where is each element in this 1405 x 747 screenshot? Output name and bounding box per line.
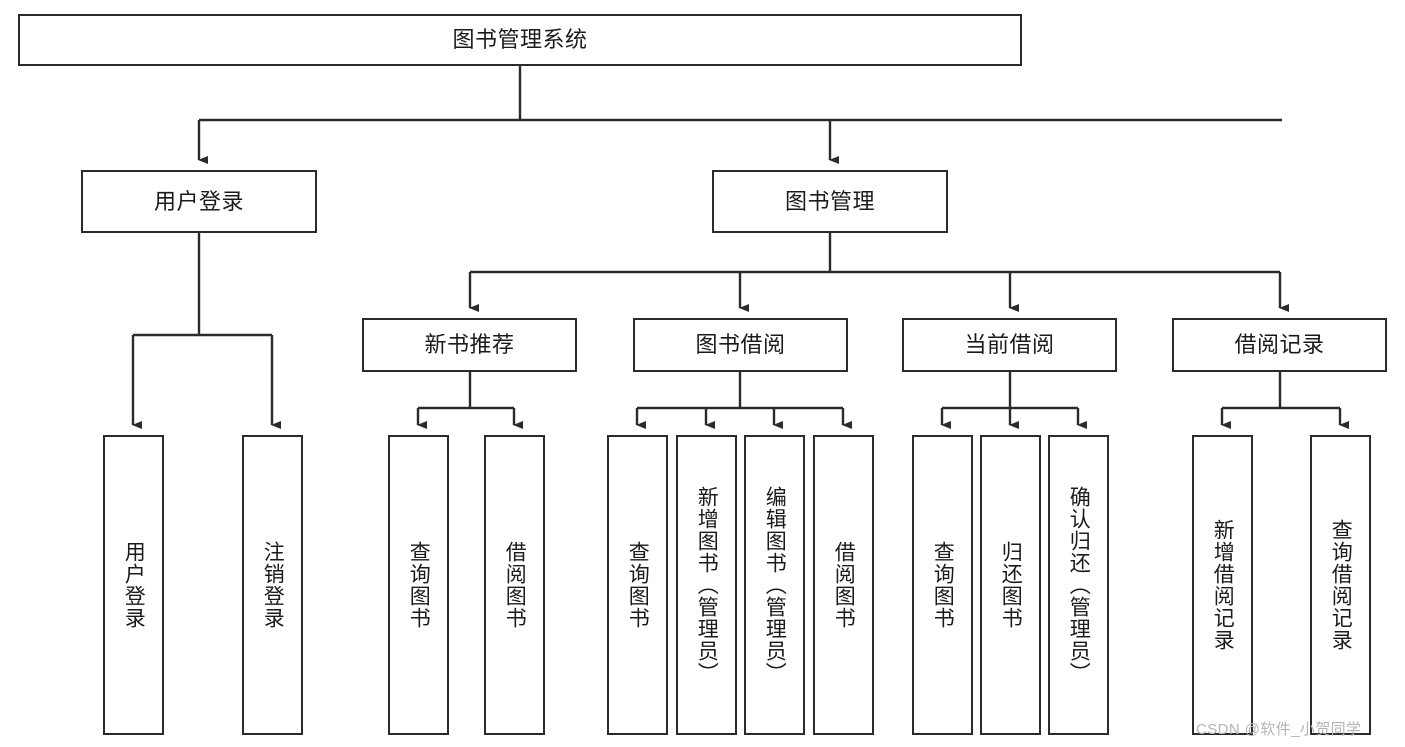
leaf-current-borrow-confirm-admin[interactable]: 确认归还（管理员） xyxy=(1048,435,1109,735)
node-label: 注销登录 xyxy=(261,541,285,629)
leaf-borrow-record-query[interactable]: 查询借阅记录 xyxy=(1310,435,1371,735)
node-label: 新书推荐 xyxy=(424,332,515,358)
node-label: 用户登录 xyxy=(122,541,146,629)
leaf-new-book-query[interactable]: 查询图书 xyxy=(388,435,449,735)
node-label: 确认归还（管理员） xyxy=(1067,486,1091,684)
node-label: 图书借阅 xyxy=(695,332,786,358)
leaf-book-borrow-edit-admin[interactable]: 编辑图书（管理员） xyxy=(744,435,805,735)
node-new-book-recommend[interactable]: 新书推荐 xyxy=(362,318,577,372)
node-book-management[interactable]: 图书管理 xyxy=(712,170,948,233)
leaf-current-borrow-query[interactable]: 查询图书 xyxy=(912,435,973,735)
node-borrow-record[interactable]: 借阅记录 xyxy=(1172,318,1387,372)
node-label: 新增图书（管理员） xyxy=(695,486,719,684)
node-label: 图书管理系统 xyxy=(452,27,588,53)
csdn-watermark: CSDN @软件_小贺同学 xyxy=(1196,721,1362,738)
node-current-borrow[interactable]: 当前借阅 xyxy=(902,318,1117,372)
node-label: 用户登录 xyxy=(153,188,244,214)
node-label: 图书管理 xyxy=(784,188,875,214)
leaf-user-login-login[interactable]: 用户登录 xyxy=(103,435,164,735)
leaf-current-borrow-return[interactable]: 归还图书 xyxy=(980,435,1041,735)
node-label: 查询借阅记录 xyxy=(1329,519,1353,651)
node-user-login[interactable]: 用户登录 xyxy=(81,170,317,233)
leaf-user-login-logout[interactable]: 注销登录 xyxy=(242,435,303,735)
node-root-book-management-system[interactable]: 图书管理系统 xyxy=(18,14,1022,66)
node-label: 借阅记录 xyxy=(1234,332,1325,358)
node-label: 编辑图书（管理员） xyxy=(763,486,787,684)
leaf-book-borrow-add-admin[interactable]: 新增图书（管理员） xyxy=(676,435,737,735)
node-label: 借阅图书 xyxy=(832,541,856,629)
leaf-book-borrow-borrow[interactable]: 借阅图书 xyxy=(813,435,874,735)
leaf-new-book-borrow[interactable]: 借阅图书 xyxy=(484,435,545,735)
leaf-borrow-record-add[interactable]: 新增借阅记录 xyxy=(1192,435,1253,735)
node-label: 归还图书 xyxy=(999,541,1023,629)
node-book-borrow[interactable]: 图书借阅 xyxy=(633,318,848,372)
node-label: 查询图书 xyxy=(407,541,431,629)
node-label: 当前借阅 xyxy=(964,332,1055,358)
node-label: 新增借阅记录 xyxy=(1211,519,1235,651)
node-label: 借阅图书 xyxy=(503,541,527,629)
node-label: 查询图书 xyxy=(626,541,650,629)
leaf-book-borrow-query[interactable]: 查询图书 xyxy=(607,435,668,735)
node-label: 查询图书 xyxy=(931,541,955,629)
